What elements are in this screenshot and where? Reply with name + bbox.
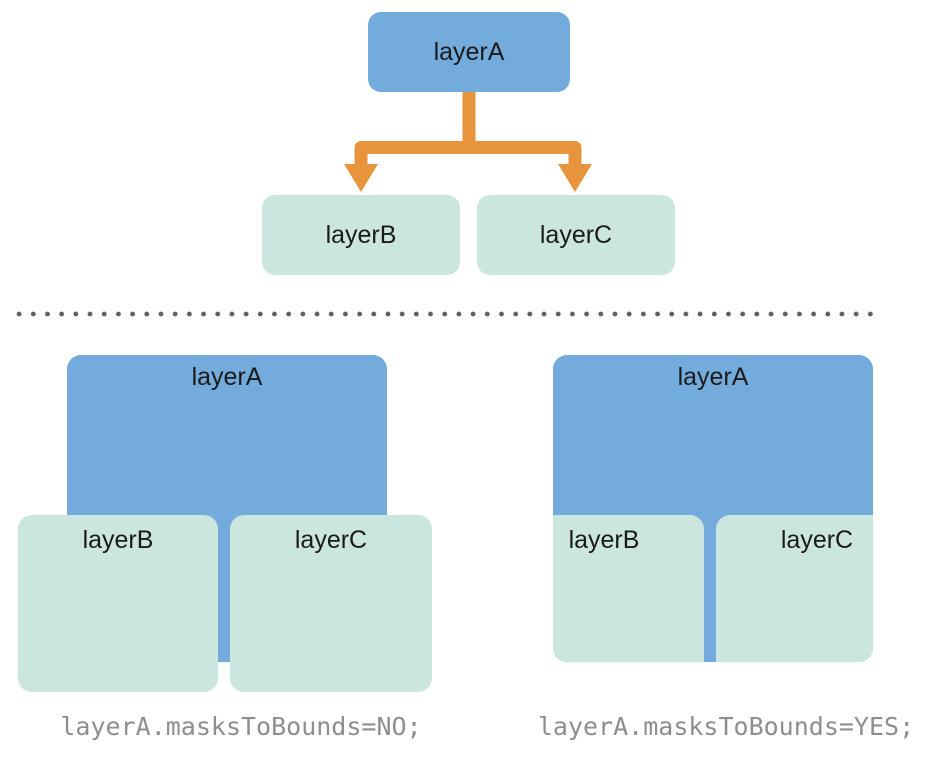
branch-connector — [344, 92, 592, 192]
tree-parent-label: layerA — [433, 37, 505, 66]
yes-layer-b-label: layerB — [568, 526, 640, 554]
yes-layer-a-box: layerA layerB layerC — [553, 355, 873, 662]
tree-child-box-layer-b: layerB — [262, 195, 460, 275]
no-layer-a-label: layerA — [191, 363, 263, 391]
no-layer-b-box: layerB — [18, 515, 218, 692]
caption-masks-yes: layerA.masksToBounds=YES; — [537, 712, 915, 741]
connector-bar — [354, 141, 582, 168]
yes-layer-b-box: layerB — [553, 515, 704, 662]
no-layer-c-box: layerC — [230, 515, 432, 692]
arrow-down-icon — [344, 164, 378, 192]
caption-masks-no: layerA.masksToBounds=NO; — [60, 712, 422, 741]
yes-layer-a-label: layerA — [677, 363, 749, 391]
tree-child-b-label: layerB — [325, 220, 397, 249]
yes-layer-c-label: layerC — [780, 526, 854, 554]
tree-parent-box-layer-a: layerA — [368, 12, 570, 92]
tree-child-c-label: layerC — [539, 220, 613, 249]
arrow-down-icon — [558, 164, 592, 192]
yes-layer-c-box: layerC — [716, 515, 873, 662]
no-layer-b-label: layerB — [82, 526, 154, 554]
tree-child-box-layer-c: layerC — [477, 195, 675, 275]
dotted-divider — [12, 308, 876, 320]
no-layer-c-label: layerC — [294, 526, 368, 554]
